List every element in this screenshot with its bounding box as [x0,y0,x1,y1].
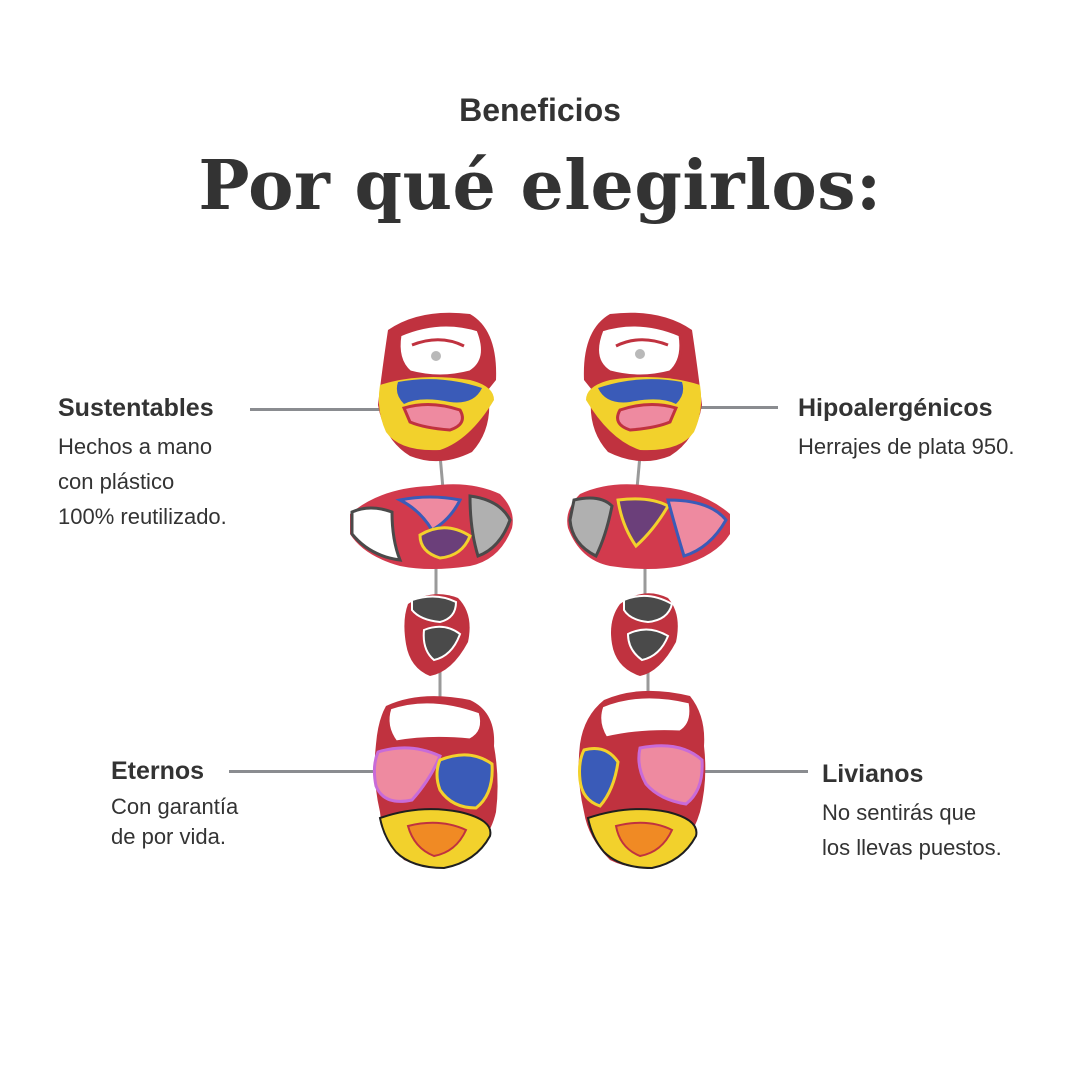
benefit-title: Sustentables [58,394,214,422]
benefit-text-line: los llevas puestos. [822,835,1002,860]
benefit-title: Hipoalergénicos [798,394,993,422]
leader-line-livianos [700,770,808,773]
leader-line-sustentables [250,408,380,411]
leader-line-eternos [229,770,377,773]
benefit-eternos: Eternos Con garantía de por vida. [111,756,238,852]
benefit-text-line: No sentirás que [822,800,977,825]
benefit-text-line: con plástico [58,469,175,494]
benefit-hipoalergenicos: Hipoalergénicos Herrajes de plata 950. [798,393,1014,464]
benefit-sustentables: Sustentables Hechos a mano con plástico … [58,393,227,534]
benefit-text-line: 100% reutilizado. [58,504,227,529]
benefit-title: Eternos [111,757,205,785]
benefit-text-line: Hechos a mano [58,434,213,459]
left-earring [350,312,513,870]
benefit-title: Livianos [822,760,924,788]
benefit-text-line: Con garantía [111,794,239,819]
benefit-livianos: Livianos No sentirás que los llevas pues… [822,759,1002,865]
benefit-text-line: Herrajes de plata 950. [798,434,1015,459]
section-eyebrow: Beneficios [459,92,621,128]
right-earring [567,312,730,870]
benefit-text-line: de por vida. [111,824,226,849]
leader-line-hipoalergenicos [700,406,778,409]
page-title: Por qué elegirlos: [198,146,882,226]
